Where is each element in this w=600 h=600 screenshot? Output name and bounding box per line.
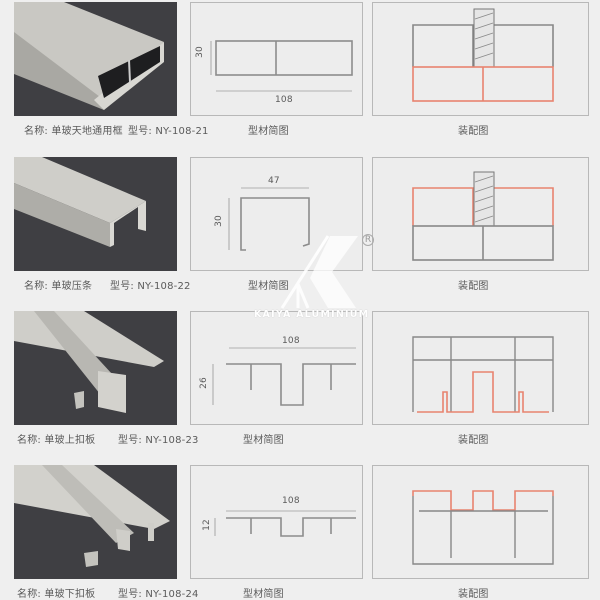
assembly-diagram-label-1: 装配图 [458, 126, 489, 137]
assembly-diagram-label-3: 装配图 [458, 435, 489, 446]
dim-height-2: 30 [213, 215, 224, 227]
dim-height-4: 12 [201, 519, 212, 531]
profile-diagram-label-1: 型材简图 [248, 126, 289, 137]
assembly-diagram-box-3 [372, 311, 589, 425]
product-photo-2 [14, 157, 177, 271]
assembly-diagram-label-4: 装配图 [458, 589, 489, 600]
product-model-2: 型号: NY-108-22 [110, 281, 191, 292]
product-photo-4 [14, 465, 177, 579]
profile-diagram-label-4: 型材简图 [243, 589, 284, 600]
kaiya-logo-icon [280, 235, 358, 309]
dim-height-1: 30 [194, 46, 205, 58]
assembly-diagram-box-2 [372, 157, 589, 271]
product-photo-1 [14, 2, 177, 116]
dim-width-1: 108 [275, 95, 293, 105]
assembly-diagram-label-2: 装配图 [458, 281, 489, 292]
profile-diagram-box-4: 108 12 [190, 465, 363, 579]
dim-width-2: 47 [268, 176, 280, 186]
product-name-1: 名称: 单玻天地通用框 [24, 126, 123, 137]
product-model-4: 型号: NY-108-24 [118, 589, 199, 600]
brand-watermark: KAIYA ALUMINIUM [254, 309, 370, 320]
product-model-1: 型号: NY-108-21 [128, 126, 209, 137]
registered-mark: R [362, 234, 374, 246]
product-model-3: 型号: NY-108-23 [118, 435, 199, 446]
product-photo-3 [14, 311, 177, 425]
profile-diagram-box-1: 30 108 [190, 2, 363, 116]
dim-width-4: 108 [282, 496, 300, 506]
profile-diagram-label-3: 型材简图 [243, 435, 284, 446]
product-name-4: 名称: 单玻下扣板 [17, 589, 96, 600]
product-name-3: 名称: 单玻上扣板 [17, 435, 96, 446]
dim-height-3: 26 [198, 377, 209, 389]
profile-diagram-label-2: 型材简图 [248, 281, 289, 292]
dim-width-3: 108 [282, 336, 300, 346]
product-name-2: 名称: 单玻压条 [24, 281, 93, 292]
profile-diagram-box-3: 108 26 [190, 311, 363, 425]
assembly-diagram-box-4 [372, 465, 589, 579]
assembly-diagram-box-1 [372, 2, 589, 116]
